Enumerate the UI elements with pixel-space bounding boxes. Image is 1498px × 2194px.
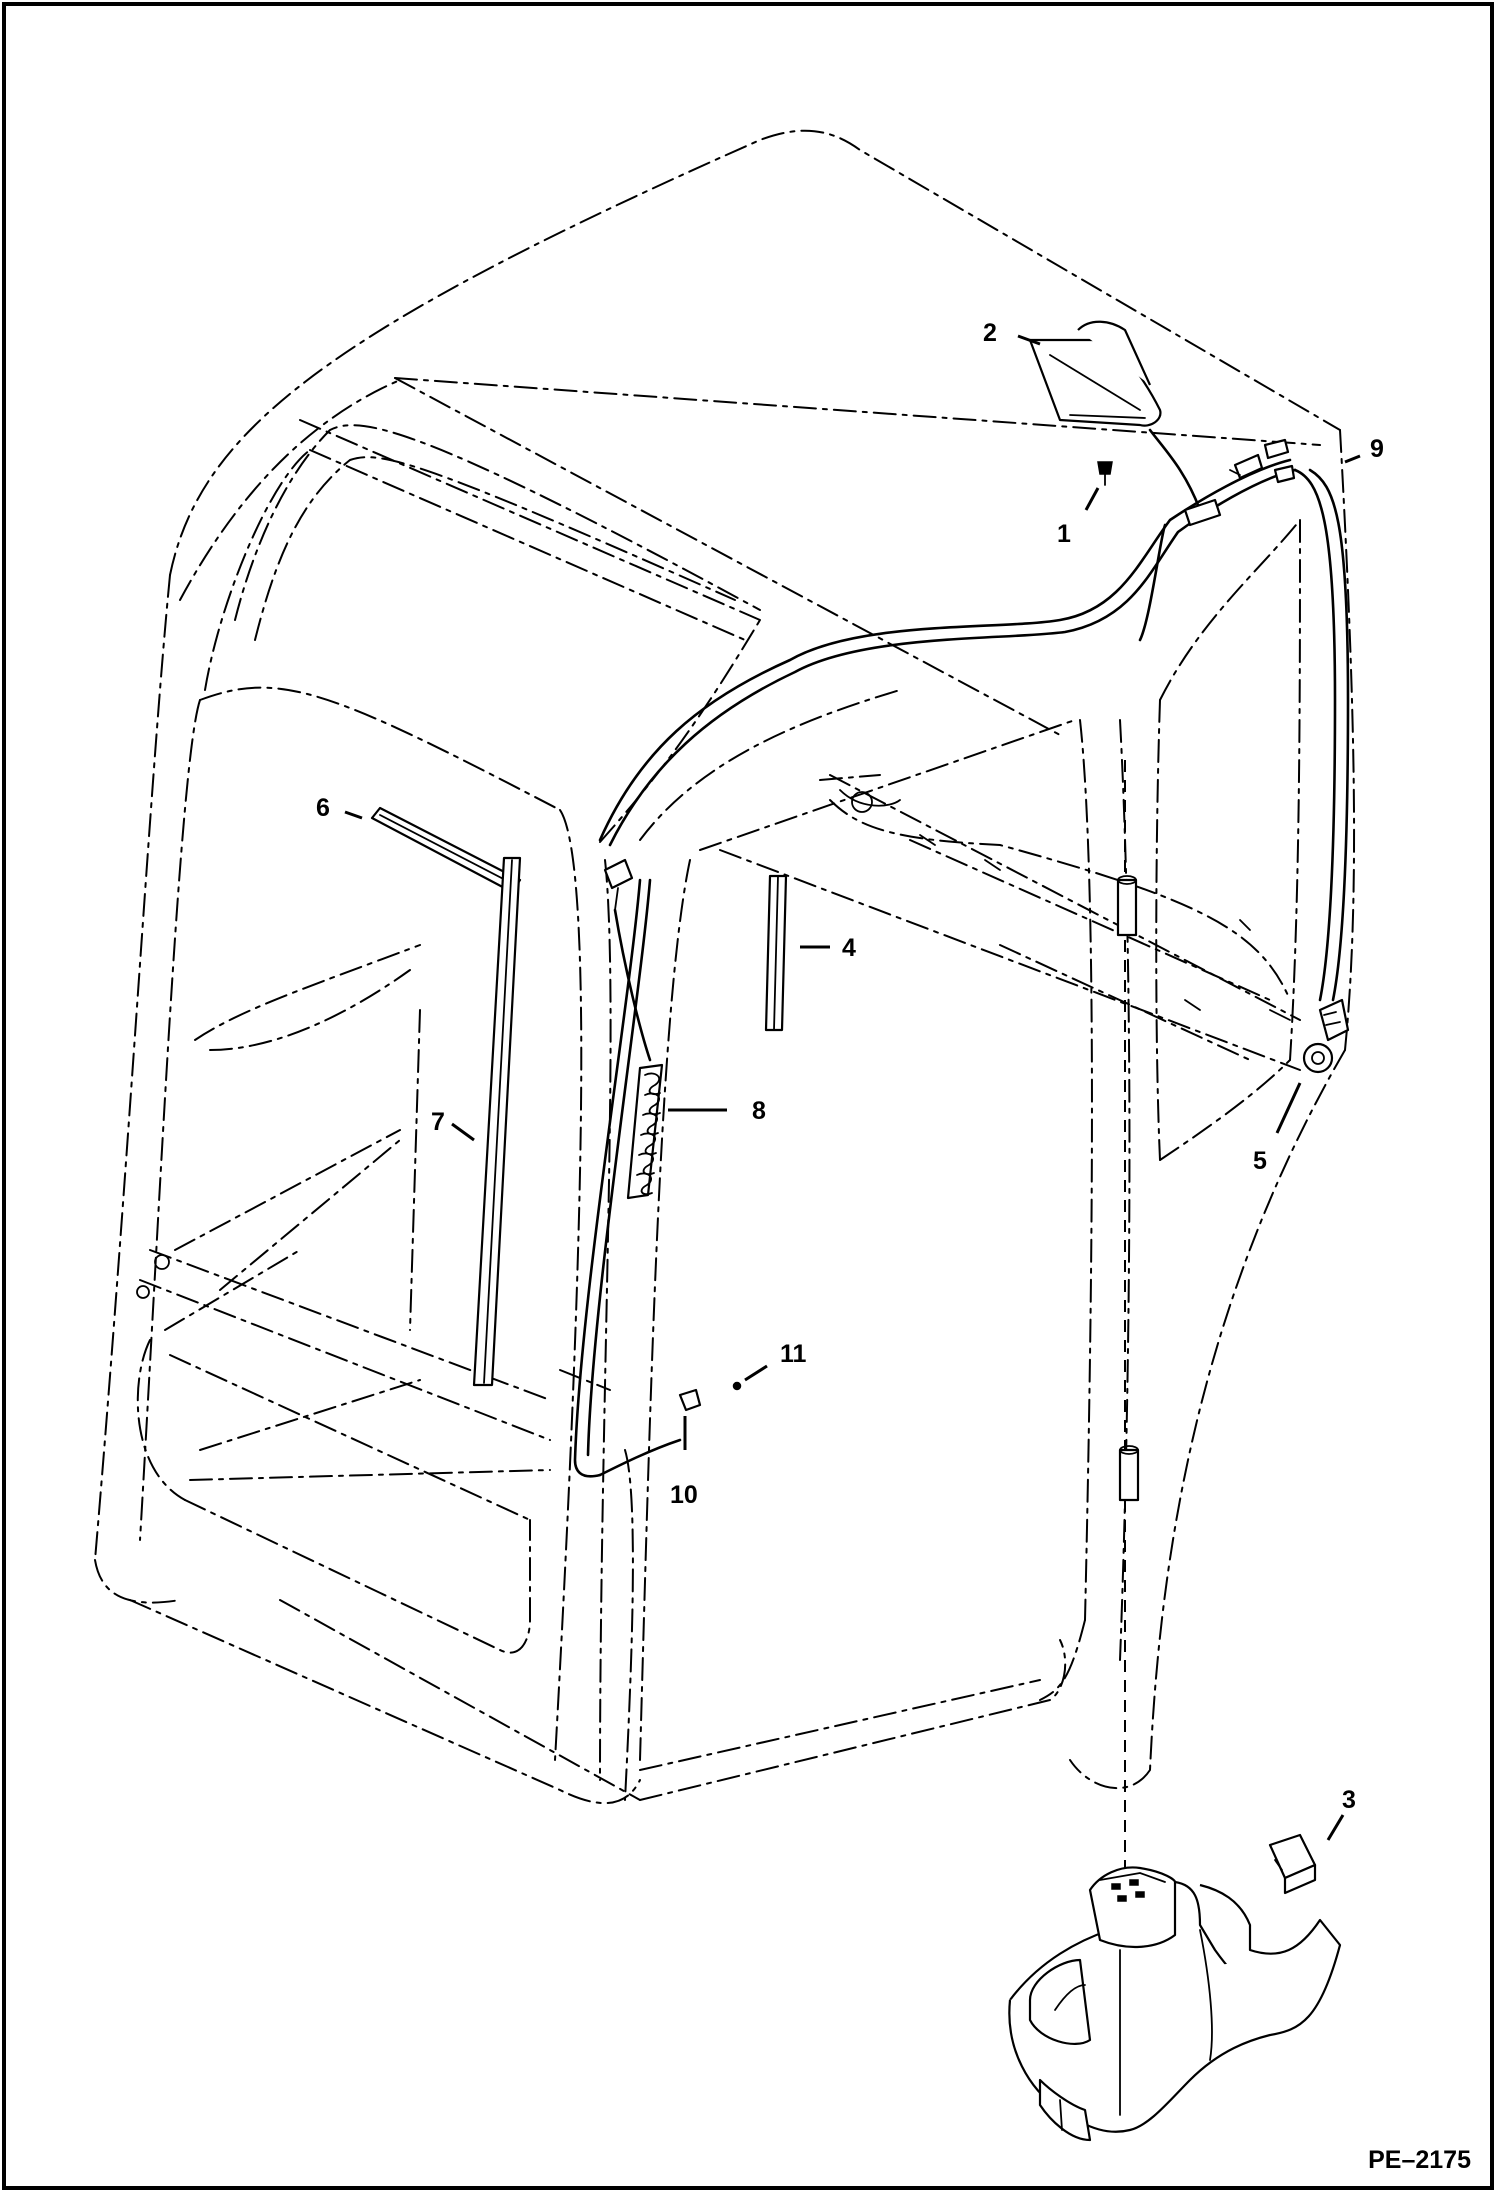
callout-7: 7 <box>431 1108 445 1136</box>
callout-9: 9 <box>1370 435 1384 463</box>
callout-2: 2 <box>983 319 997 347</box>
screw <box>1097 461 1113 486</box>
side-console <box>1008 1866 1342 2142</box>
callout-8: 8 <box>752 1097 766 1125</box>
seal-strip-4 <box>764 874 788 1032</box>
callout-6: 6 <box>316 794 330 822</box>
callout-1: 1 <box>1057 520 1071 548</box>
rivet <box>732 1381 742 1391</box>
rocker-switch <box>1268 1833 1317 1895</box>
figure-id: PE–2175 <box>1368 2146 1471 2174</box>
callout-5: 5 <box>1253 1147 1267 1175</box>
seal-strip-7 <box>472 856 522 1387</box>
callout-3: 3 <box>1342 1786 1356 1814</box>
door-hinge-pins <box>1116 760 1140 1890</box>
harness-connectors <box>1183 438 1296 527</box>
coiled-cord <box>603 858 664 1200</box>
callout-10: 10 <box>670 1481 698 1509</box>
callout-4: 4 <box>842 934 856 962</box>
frame-detail-marks <box>136 789 1291 1299</box>
grommet <box>1302 998 1350 1074</box>
leader-lines <box>344 334 1361 1841</box>
callout-11: 11 <box>780 1340 807 1368</box>
cab-outline <box>94 129 1356 1805</box>
cable-clip <box>678 1388 702 1412</box>
dome-light <box>1028 320 1162 427</box>
wire-harness <box>573 428 1350 1478</box>
seal-strip-6 <box>370 806 522 894</box>
